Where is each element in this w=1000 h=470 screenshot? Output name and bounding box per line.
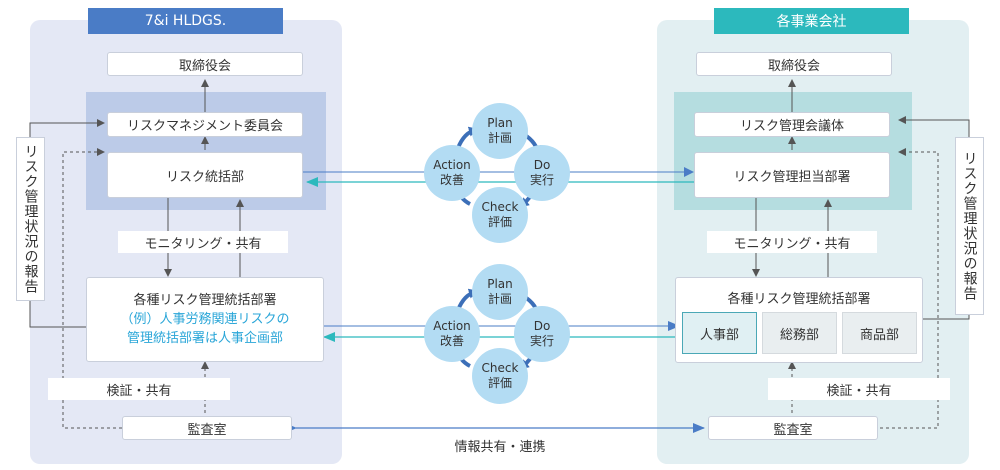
left-dept-note-2: 管理統括部署は人事企画部 [126,331,283,346]
left-monitor-label: モニタリング・共有 [118,231,288,253]
right-audit-box: 監査室 [708,416,878,440]
left-committee-box: リスクマネジメント委員会 [107,112,303,137]
left-dept-note-1: （例）人事労務関連リスクの [120,312,290,327]
left-dept-box: 各種リスク管理統括部署 （例）人事労務関連リスクの 管理統括部署は人事企画部 [86,277,324,362]
left-audit-box: 監査室 [122,416,292,440]
info-share-label: 情報共有・連携 [454,440,546,455]
left-report-label: リスク管理状況の報告 [16,137,45,301]
left-panel-title: 7&i HLDGS. [88,8,283,34]
dept-hr: 人事部 [682,312,757,354]
left-office-box: リスク統括部 [107,152,303,198]
right-office-box: リスク管理担当部署 [694,152,890,198]
right-board-box: 取締役会 [696,52,892,76]
right-panel-title: 各事業会社 [714,8,909,34]
left-dept-title: 各種リスク管理統括部署 [133,293,277,308]
left-board-box: 取締役会 [107,52,303,76]
right-monitor-label: モニタリング・共有 [707,231,877,253]
left-verify-label: 検証・共有 [48,378,230,400]
dept-merchandise: 商品部 [842,312,917,354]
right-report-label: リスク管理状況の報告 [955,137,984,315]
right-committee-box: リスク管理会議体 [694,112,890,137]
right-dept-title: 各種リスク管理統括部署 [727,292,871,307]
dept-general-affairs: 総務部 [762,312,837,354]
right-verify-label: 検証・共有 [768,378,950,400]
